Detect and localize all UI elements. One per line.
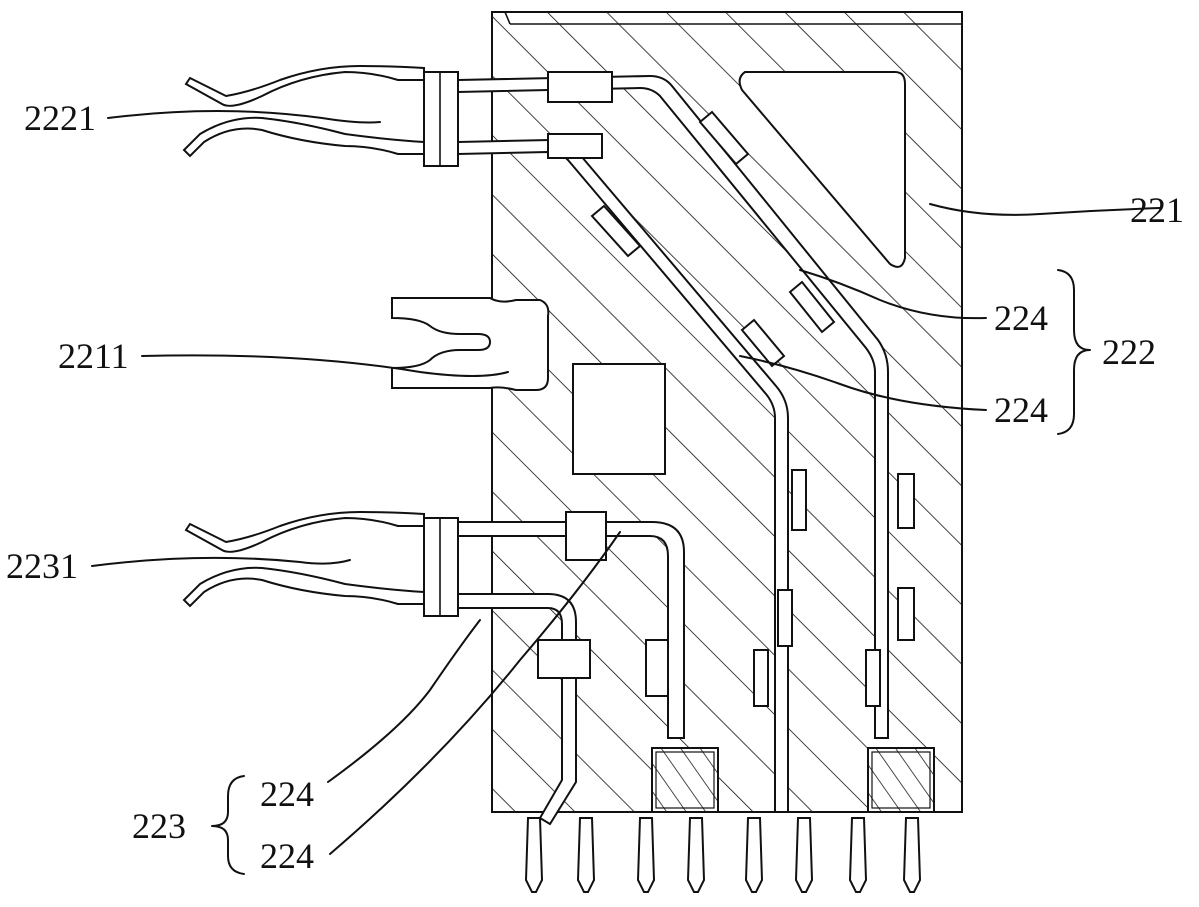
bottom-blocks — [651, 747, 935, 813]
middle-contact — [391, 297, 550, 391]
label-224-c: 224 — [260, 774, 314, 814]
square-cavity — [572, 363, 666, 475]
label-222: 222 — [1102, 332, 1156, 372]
bottom-pins — [524, 817, 922, 893]
brace-222 — [1057, 269, 1091, 435]
label-224-a: 224 — [994, 298, 1048, 338]
label-2211: 2211 — [58, 336, 129, 376]
upper-contact-springs — [182, 64, 459, 167]
label-2231: 2231 — [6, 546, 78, 586]
label-224-d: 224 — [260, 836, 314, 876]
brace-223 — [211, 775, 245, 875]
leader-lines — [91, 110, 1161, 855]
label-2221: 2221 — [24, 98, 96, 138]
label-224-b: 224 — [994, 390, 1048, 430]
lower-terminal-outer — [457, 511, 685, 739]
upper-terminal-outer — [457, 74, 889, 739]
label-223: 223 — [132, 806, 186, 846]
triangle-cavity — [738, 71, 906, 268]
label-221: 221 — [1130, 190, 1184, 230]
lower-contact-springs — [182, 510, 459, 617]
terminal-clips — [547, 71, 915, 707]
